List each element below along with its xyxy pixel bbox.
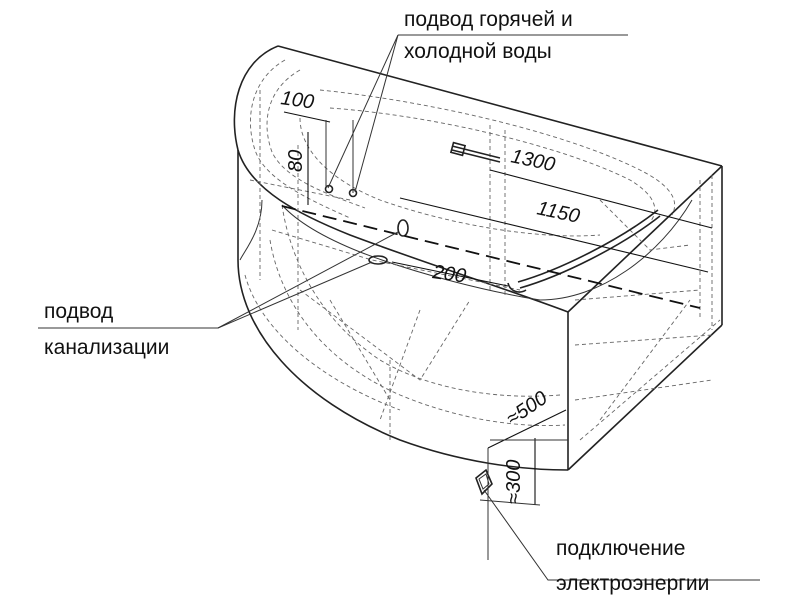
dimension-80: 80	[285, 150, 307, 172]
drain-label: подвод канализации	[44, 300, 169, 359]
leader-lines	[38, 34, 760, 581]
dimension-lines	[283, 111, 713, 560]
dimension-1300: 1300	[509, 145, 557, 176]
dimension-300: ≈300	[503, 460, 525, 504]
dimension-100: 100	[279, 87, 315, 113]
hidden-frame-lines	[244, 59, 721, 441]
dimension-500: ≈500	[502, 387, 551, 430]
drain-label-line-1: подвод	[44, 300, 113, 323]
power-label-line-2: электроэнергии	[556, 572, 709, 595]
water-supply-label: подвод горячей и холодной воды	[404, 8, 573, 63]
drain-label-line-2: канализации	[44, 336, 169, 359]
water-supply-label-line-1: подвод горячей и	[404, 8, 573, 31]
power-label: подключение электроэнергии	[556, 537, 709, 595]
water-supply-label-line-2: холодной воды	[404, 40, 552, 63]
tub-fixtures	[324, 141, 661, 496]
dimension-1150: 1150	[535, 197, 582, 227]
center-axis-line	[281, 205, 701, 309]
dimension-200: 200	[430, 261, 467, 288]
bathtub-outline	[233, 45, 723, 471]
power-label-line-1: подключение	[556, 537, 685, 560]
